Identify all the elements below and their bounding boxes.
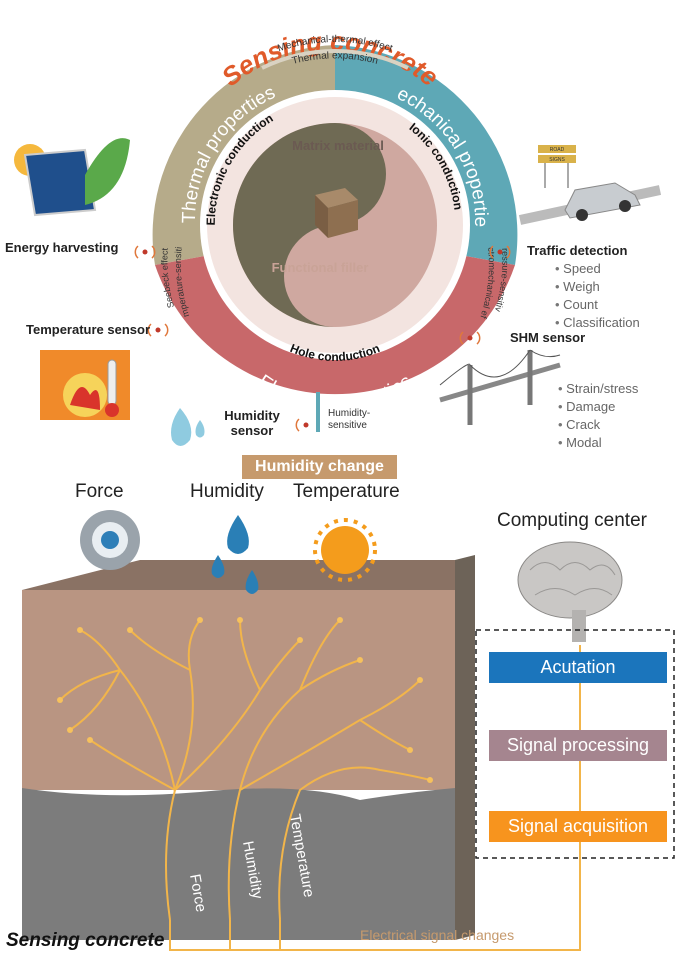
energy-harvesting-label: Energy harvesting: [5, 240, 119, 255]
brain-icon: [517, 541, 623, 642]
filler-yin: [233, 123, 386, 327]
block-top-face: [22, 560, 455, 590]
shm-sensor-label: SHM sensor: [510, 330, 586, 345]
list-item: Classification: [555, 314, 640, 332]
wave-markers: [134, 245, 511, 432]
acutation-box: Acutation: [489, 652, 667, 683]
gear-icon: [80, 510, 140, 570]
traffic-detection-label: Traffic detection: [527, 243, 628, 258]
svg-text:SIGNS: SIGNS: [549, 157, 565, 163]
thermal-expansion-label: Thermal expansion: [291, 50, 379, 67]
list-item: Modal: [558, 434, 638, 452]
humidity-sensitive-label: Humidity-sensitive: [328, 408, 371, 431]
electrical-segment: [155, 255, 515, 395]
water-drop-icon: [171, 408, 205, 446]
concrete-cube-icon: [315, 188, 358, 238]
humidity-sensor-label: Humidity sensor: [224, 408, 280, 438]
block-front-soil: [22, 590, 455, 790]
signal-processing-box: Signal processing: [489, 730, 667, 761]
solar-panel-icon: [14, 138, 130, 217]
list-item: Strain/stress: [558, 380, 638, 398]
signal-acquisition-box: Signal acquisition: [489, 811, 667, 842]
channel-force: Force: [186, 873, 209, 914]
car-icon: ROAD SIGNS: [518, 145, 662, 225]
humidity-label: Humidity: [190, 481, 264, 502]
bridge-icon: [439, 349, 561, 425]
electrical-signal-label: Electrical signal changes: [360, 927, 514, 943]
temperature-icon: [40, 350, 130, 420]
list-item: Weigh: [555, 278, 640, 296]
svg-text:ROAD: ROAD: [550, 147, 565, 153]
list-item: Count: [555, 296, 640, 314]
traffic-list: Speed Weigh Count Classification: [555, 260, 640, 332]
sun-icon: [313, 518, 377, 582]
humidity-change-band: Humidity change: [242, 455, 397, 479]
water-drops-icon: [211, 515, 259, 594]
list-item: Damage: [558, 398, 638, 416]
block-front-concrete: [22, 788, 455, 940]
list-item: Speed: [555, 260, 640, 278]
computing-center-label: Computing center: [497, 510, 647, 531]
list-item: Crack: [558, 416, 638, 434]
temperature-sensor-label: Temperature sensor: [26, 322, 151, 337]
temperature-label: Temperature: [293, 481, 400, 502]
force-label: Force: [75, 481, 124, 502]
bottom-title: Sensing concrete: [6, 930, 165, 951]
matrix-label: Matrix material: [292, 138, 384, 153]
filler-label: Functional filler: [272, 260, 369, 275]
sensing-network: [59, 619, 431, 921]
shm-list: Strain/stress Damage Crack Modal: [558, 380, 638, 452]
concrete-block-diagram: Force Humidity Temperature Electrical si…: [22, 510, 675, 951]
property-ring-diagram: Sensing concrete Thermal properties Mech…: [0, 0, 662, 446]
